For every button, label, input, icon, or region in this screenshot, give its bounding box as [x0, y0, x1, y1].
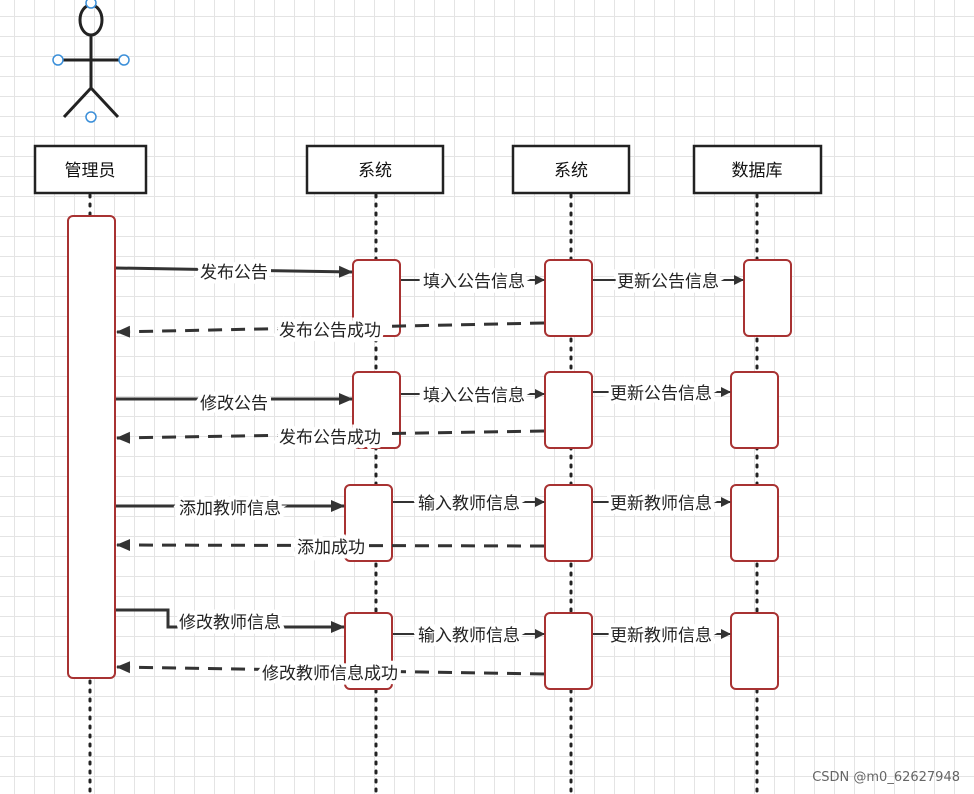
message-label: 修改公告 — [200, 394, 268, 414]
activation-system2-4[interactable] — [544, 612, 593, 690]
return-arrow[interactable] — [116, 661, 545, 676]
message-label: 发布公告 — [200, 263, 268, 283]
actor-leg-left — [62, 86, 93, 119]
selection-handle-right[interactable] — [118, 54, 130, 66]
actor-head — [78, 3, 104, 37]
return-arrow[interactable] — [116, 321, 545, 338]
message-label: 输入教师信息 — [418, 626, 520, 646]
message-label: 更新公告信息 — [617, 272, 719, 292]
return-arrow[interactable] — [116, 539, 545, 552]
message-label: 输入教师信息 — [418, 494, 520, 514]
message-arrow[interactable] — [116, 608, 345, 633]
participant-system2[interactable]: 系统 — [511, 144, 631, 195]
activation-database-4[interactable] — [730, 612, 779, 690]
message-label: 修改教师信息 — [179, 613, 281, 633]
message-label: 更新教师信息 — [610, 626, 712, 646]
selection-handle-left[interactable] — [52, 54, 64, 66]
activation-database-3[interactable] — [730, 484, 779, 562]
message-label: 添加教师信息 — [179, 499, 281, 519]
participant-admin-label: 管理员 — [65, 161, 116, 181]
message-label: 更新公告信息 — [610, 384, 712, 404]
selection-handle-bottom[interactable] — [85, 111, 97, 123]
message-label: 更新教师信息 — [610, 494, 712, 514]
activation-database-1[interactable] — [743, 259, 792, 337]
participant-system1-label: 系统 — [358, 161, 392, 181]
message-label: 发布公告成功 — [279, 428, 381, 448]
activation-system1-3[interactable] — [344, 484, 393, 562]
message-label: 发布公告成功 — [279, 321, 381, 341]
activation-system2-3[interactable] — [544, 484, 593, 562]
participant-system1[interactable]: 系统 — [305, 144, 445, 195]
actor-leg-right — [89, 86, 120, 119]
selection-handle-top[interactable] — [85, 0, 97, 9]
activation-system1-1[interactable] — [352, 259, 401, 337]
activation-system1-2[interactable] — [352, 371, 401, 449]
participant-system2-label: 系统 — [554, 161, 588, 181]
activation-system2-2[interactable] — [544, 371, 593, 449]
activation-system2-1[interactable] — [544, 259, 593, 337]
activation-admin[interactable] — [67, 215, 116, 679]
actor-figure — [58, 3, 124, 119]
participant-database-label: 数据库 — [732, 161, 783, 181]
message-label: 填入公告信息 — [423, 386, 525, 406]
participant-admin[interactable]: 管理员 — [33, 144, 148, 195]
return-arrow[interactable] — [116, 429, 545, 444]
message-arrow[interactable] — [115, 265, 353, 278]
activation-database-2[interactable] — [730, 371, 779, 449]
message-label: 修改教师信息成功 — [262, 664, 398, 684]
watermark: CSDN @m0_62627948 — [812, 770, 960, 785]
message-label: 添加成功 — [297, 538, 365, 558]
participant-database[interactable]: 数据库 — [692, 144, 823, 195]
selection-handles[interactable] — [52, 0, 130, 123]
message-label: 填入公告信息 — [423, 272, 525, 292]
